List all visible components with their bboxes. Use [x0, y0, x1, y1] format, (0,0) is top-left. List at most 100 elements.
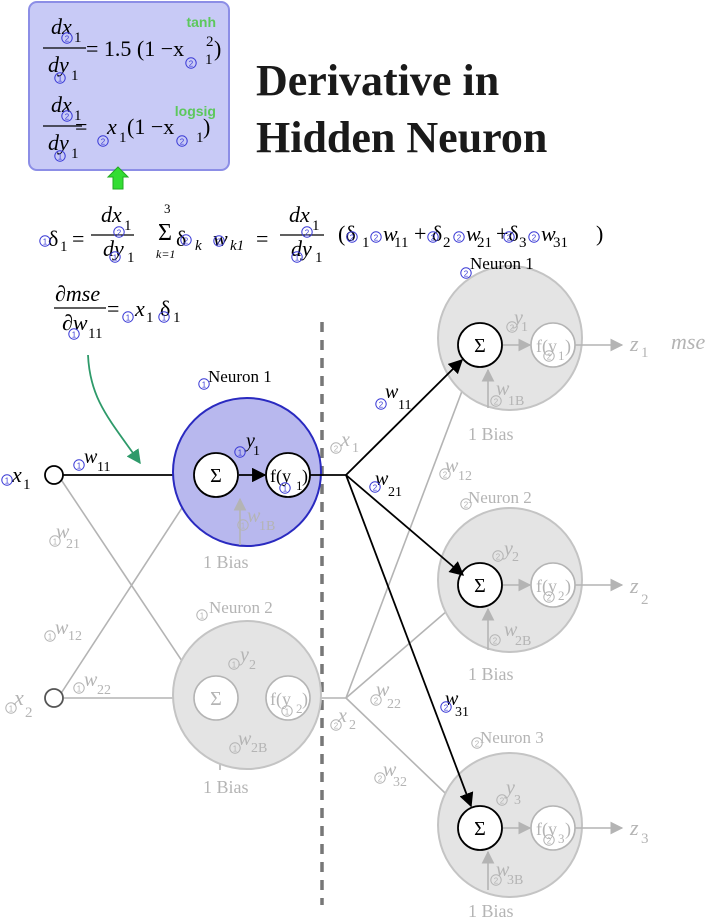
svg-text:1: 1 [127, 250, 135, 266]
svg-text:y: y [244, 430, 255, 452]
svg-text:2: 2 [249, 658, 256, 673]
svg-text:dy: dy [103, 236, 124, 261]
svg-text:): ) [302, 466, 308, 487]
svg-text:f(y: f(y [536, 819, 557, 840]
svg-text:Σ: Σ [158, 220, 172, 246]
svg-text:y: y [504, 777, 515, 799]
svg-text:1B: 1B [259, 519, 275, 534]
svg-text:1: 1 [71, 146, 79, 162]
svg-text:2: 2 [296, 701, 303, 716]
svg-text:2: 2 [443, 235, 451, 251]
svg-text:2: 2 [349, 718, 356, 733]
layer2-neuron-3: Σ [437, 752, 583, 898]
weight2-w21-label: w [375, 468, 389, 490]
svg-text:w: w [541, 221, 556, 246]
output-z2: z [629, 573, 639, 598]
svg-text:3: 3 [558, 831, 565, 846]
svg-text:3: 3 [519, 235, 527, 251]
svg-text:2: 2 [206, 34, 214, 50]
svg-text:=: = [75, 114, 87, 139]
svg-text:1: 1 [362, 235, 370, 251]
input-node-x2 [44, 688, 64, 708]
svg-text:y: y [502, 538, 513, 560]
weight-w21-label: w [56, 521, 70, 543]
svg-text:2B: 2B [515, 634, 531, 649]
layer1-neuron2-bias: 1 Bias [203, 777, 249, 797]
svg-text:1: 1 [74, 30, 82, 46]
svg-text:21: 21 [477, 235, 492, 251]
svg-text:1: 1 [315, 250, 323, 266]
input-label-x2: x [13, 685, 24, 710]
weight-w11-label: w [84, 446, 98, 468]
svg-text:1: 1 [23, 477, 31, 493]
svg-text:w: w [496, 378, 510, 400]
svg-text:11: 11 [398, 398, 411, 413]
svg-text:2B: 2B [251, 741, 267, 756]
svg-text:): ) [596, 221, 603, 246]
svg-text:21: 21 [66, 537, 80, 552]
weight-w22-label: w [84, 669, 98, 691]
svg-text:1: 1 [173, 310, 181, 326]
svg-text:w: w [466, 221, 481, 246]
svg-text:Σ: Σ [474, 575, 486, 597]
layer1-neuron1-bias: 1 Bias [203, 552, 249, 572]
svg-text:1: 1 [641, 345, 649, 361]
svg-text:12: 12 [458, 469, 472, 484]
svg-text:2: 2 [25, 705, 33, 721]
svg-text:dx: dx [289, 202, 310, 227]
layer1-neuron-1: Σ [172, 397, 322, 547]
svg-text:1: 1 [352, 441, 359, 456]
svg-text:Σ: Σ [210, 465, 222, 487]
logsig-label: logsig [175, 103, 216, 119]
layer2-neuron1-bias: 1 Bias [468, 424, 514, 444]
svg-text:1: 1 [296, 478, 303, 493]
svg-text:=: = [107, 296, 119, 321]
weight2-w31-label: w [445, 688, 459, 710]
page-title-line1: Derivative in [256, 56, 499, 105]
svg-text:1: 1 [124, 218, 132, 234]
svg-text:32: 32 [393, 775, 407, 790]
svg-text:k: k [195, 238, 202, 254]
svg-text:f(y: f(y [270, 466, 291, 487]
svg-text:δ: δ [48, 226, 58, 251]
svg-text:1: 1 [253, 444, 260, 459]
svg-text:2: 2 [641, 592, 649, 608]
layer2-neuron2-bias: 1 Bias [468, 664, 514, 684]
layer2-neuron2-title: Neuron 2 [468, 488, 532, 507]
svg-text:=: = [72, 226, 84, 251]
svg-text:w: w [496, 859, 510, 881]
svg-text:): ) [302, 689, 308, 710]
svg-text:1: 1 [119, 130, 127, 146]
svg-text:y: y [238, 644, 249, 666]
svg-text:dx: dx [101, 202, 122, 227]
svg-text:w: w [383, 221, 398, 246]
layer2-input-x1: x [340, 429, 350, 451]
mse-label: mse [671, 329, 705, 354]
svg-text:11: 11 [394, 235, 408, 251]
svg-text:): ) [214, 36, 221, 61]
svg-text:3: 3 [164, 201, 171, 216]
logsig-derivative-formula: dx 1 dy 1 = x 1 (1 −x 1 ) [43, 92, 210, 162]
legend-box-frame [28, 1, 230, 171]
svg-text:22: 22 [97, 683, 111, 698]
weight2-w12-label: w [445, 455, 459, 477]
layer1-neuron1-title: Neuron 1 [208, 367, 272, 386]
input-label-x1: x [11, 462, 22, 487]
svg-text:22: 22 [387, 697, 401, 712]
svg-text:11: 11 [97, 460, 110, 475]
svg-text:1: 1 [71, 68, 79, 84]
svg-text:3: 3 [641, 831, 649, 847]
layer2-input-x2: x [337, 705, 347, 727]
svg-text:Σ: Σ [210, 688, 222, 710]
svg-text:y: y [512, 307, 523, 329]
svg-text:dy: dy [48, 130, 69, 155]
svg-text:3B: 3B [507, 873, 523, 888]
svg-text:1: 1 [521, 320, 528, 335]
svg-text:∂mse: ∂mse [55, 281, 100, 306]
svg-text:1: 1 [60, 239, 68, 255]
svg-text:1B: 1B [508, 394, 524, 409]
svg-text:f(y: f(y [270, 689, 291, 710]
svg-text:k1: k1 [230, 238, 244, 254]
tanh-derivative-formula: dx 1 dy 1 = 1.5 (1 −x 2 1 ) [43, 14, 221, 84]
svg-text:31: 31 [553, 235, 568, 251]
